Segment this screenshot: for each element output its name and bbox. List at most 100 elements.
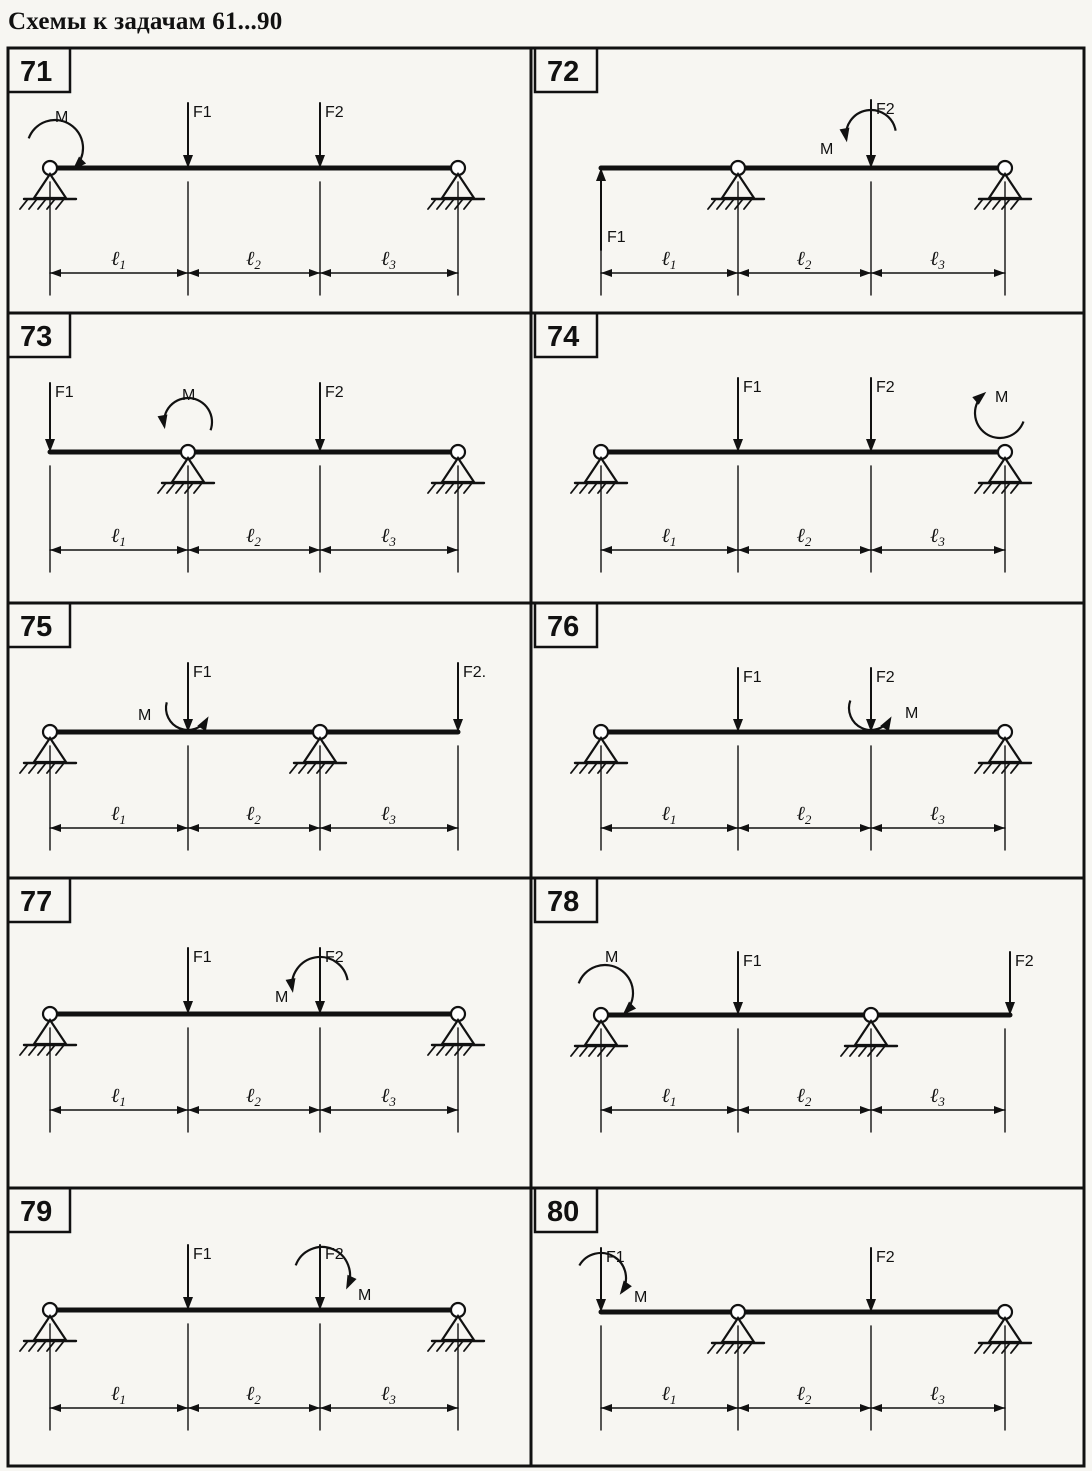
panel-number-box <box>533 876 599 924</box>
dimension-arrow <box>50 546 61 554</box>
support-hatch <box>454 482 464 494</box>
support-hatch <box>37 1044 47 1056</box>
support-hatch <box>734 198 744 210</box>
dimension-arrow <box>447 824 458 832</box>
dimension-arrow <box>860 824 871 832</box>
force-f2-arrow-label: F2 <box>325 104 344 121</box>
dimension-arrow <box>177 546 188 554</box>
dimension-arrow <box>860 546 871 554</box>
support-hatch <box>974 482 984 494</box>
span-label-l3: ℓ3 <box>930 248 945 272</box>
span-label-l2: ℓ2 <box>246 1383 261 1407</box>
support-hatch <box>427 1044 437 1056</box>
dimension-arrow <box>177 269 188 277</box>
moment-arc <box>577 963 635 1014</box>
force-f2-arrow-label: F2. <box>463 664 486 681</box>
support-hatch <box>427 198 437 210</box>
moment-arrowhead <box>972 391 987 405</box>
dimension-arrow <box>871 546 882 554</box>
support-hatch <box>983 762 993 774</box>
support-hatch <box>289 762 299 774</box>
support-hatch <box>743 1342 753 1354</box>
force-f2-arrow: F2 <box>315 382 344 452</box>
force-f1-arrow: F1 <box>183 662 212 732</box>
dimension-arrow <box>320 269 331 277</box>
span-label-l2: ℓ2 <box>246 248 261 272</box>
force-f1-arrow-label: F1 <box>193 949 212 966</box>
dimension-arrow <box>188 824 199 832</box>
support-hatch <box>707 1342 717 1354</box>
span-label-l2: ℓ2 <box>797 803 812 827</box>
force-f2-arrow: F2 <box>866 1247 895 1312</box>
force-f2-arrow: F2 <box>866 377 895 452</box>
panel-number: 80 <box>547 1196 579 1228</box>
dimension-arrow <box>738 269 749 277</box>
span-label-l2: ℓ2 <box>797 525 812 549</box>
span-label-l1: ℓ1 <box>662 1085 677 1109</box>
dimension-arrow <box>994 824 1005 832</box>
support-hatch <box>193 482 203 494</box>
dimension-arrow <box>727 824 738 832</box>
support-hatch <box>1001 1342 1011 1354</box>
support-hatch <box>445 1044 455 1056</box>
panel-number-box <box>6 1186 72 1234</box>
moment-arc <box>294 1245 352 1288</box>
panel-number: 77 <box>20 886 52 918</box>
moment-label: M <box>358 1287 371 1304</box>
force-f1-arrow: F1 <box>733 951 762 1015</box>
force-arrowhead <box>596 168 606 181</box>
support-hatch <box>445 482 455 494</box>
support-hatch <box>19 198 29 210</box>
support-hatch <box>463 1044 473 1056</box>
moment-arrowhead <box>72 156 87 170</box>
support-hatch <box>19 1340 29 1352</box>
panel-number-box <box>533 311 599 359</box>
support-hatch <box>175 482 185 494</box>
moment-label: M <box>138 707 151 724</box>
pin-support <box>157 443 216 494</box>
span-label-l2: ℓ2 <box>797 1085 812 1109</box>
support-hatch <box>606 482 616 494</box>
force-f2-arrow-label: F2 <box>876 669 895 686</box>
force-f1-arrow-label: F1 <box>193 104 212 121</box>
moment-arrowhead <box>839 127 850 143</box>
support-hatch <box>1010 198 1020 210</box>
dimension-arrow <box>188 1404 199 1412</box>
support-hatch <box>983 1342 993 1354</box>
panel-number: 71 <box>20 56 52 88</box>
moment-arc <box>27 118 85 169</box>
support-hatch <box>606 762 616 774</box>
panel-number-box <box>533 601 599 649</box>
support-hatch <box>743 198 753 210</box>
moment-label: M <box>275 989 288 1006</box>
span-label-l2: ℓ2 <box>246 525 261 549</box>
support-hatch <box>588 762 598 774</box>
force-f2-arrow: F2 <box>315 1244 344 1310</box>
moment-label: M <box>995 389 1008 406</box>
moment-arrowhead <box>880 716 892 732</box>
support-hatch <box>734 1342 744 1354</box>
support-hatch <box>37 198 47 210</box>
force-arrowhead <box>315 155 325 168</box>
dimension-arrow <box>601 1404 612 1412</box>
span-label-l3: ℓ3 <box>381 1085 396 1109</box>
dimension-arrow <box>320 1106 331 1114</box>
force-f2-arrow-label: F2 <box>876 1249 895 1266</box>
force-f1-arrow: F1 <box>183 102 212 168</box>
moment-arrowhead <box>619 1280 632 1295</box>
dimension-arrow <box>738 1404 749 1412</box>
dimension-arrow <box>188 269 199 277</box>
dimension-arrow <box>738 824 749 832</box>
dimension-arrow <box>50 1404 61 1412</box>
span-label-l1: ℓ1 <box>111 1383 126 1407</box>
dimension-arrow <box>994 1106 1005 1114</box>
support-hatch <box>597 1045 607 1057</box>
panel-number: 72 <box>547 56 579 88</box>
dimension-arrow <box>177 1404 188 1412</box>
